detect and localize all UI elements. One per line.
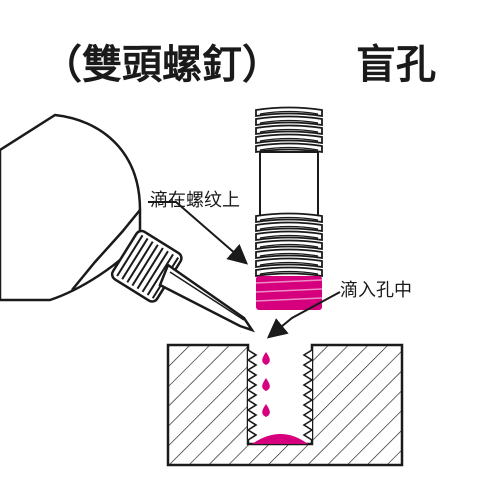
thread-shading (259, 225, 319, 230)
cap-knurl-line (146, 253, 174, 296)
thread-shading (259, 146, 319, 151)
hole-thread-tooth-right (302, 369, 313, 381)
thread-shading (259, 243, 319, 248)
bottle-shoulder (71, 209, 141, 291)
hole-thread-tooth-right (302, 359, 313, 371)
cap-knurl-line (121, 237, 149, 280)
blind-hole-internal-thread (247, 349, 313, 441)
thread-shading (259, 119, 319, 124)
adhesive-droplets (262, 352, 270, 417)
drip-into-hole-arrow (266, 291, 341, 339)
hole-thread-tooth-left (247, 399, 258, 411)
adhesive-droplet (262, 352, 270, 365)
adhesive-bottle (0, 113, 256, 333)
apply-on-thread-arrow (148, 201, 249, 265)
hole-thread-tooth-left (247, 419, 258, 431)
cap-knurl-line (116, 234, 144, 277)
hole-thread-tooth-right (302, 399, 313, 411)
adhesive-droplet (262, 404, 270, 417)
thread-shading (259, 110, 319, 115)
hole-thread-tooth-left (247, 389, 258, 401)
adhesive-in-hole (252, 434, 308, 444)
thread-shading (259, 270, 319, 275)
hole-thread-tooth-right (302, 409, 313, 421)
adhesive-droplet (262, 378, 270, 391)
hole-thread-tooth-right (302, 429, 313, 441)
stud-lower-thread (255, 212, 323, 278)
drip-into-hole-label: 滴入孔中 (340, 280, 412, 301)
diagram-subtitle: 盲孔 (356, 42, 436, 88)
diagram-title: （雙頭螺釘） (42, 42, 282, 88)
thread-shading (259, 216, 319, 221)
thread-shading (259, 261, 319, 266)
cap-knurl-line (141, 250, 169, 293)
hole-thread-tooth-left (247, 359, 258, 371)
workpiece-section (166, 343, 404, 467)
thread-shading (259, 137, 319, 142)
hole-thread-tooth-left (247, 429, 258, 441)
cap-knurl-line (136, 247, 164, 290)
adhesive-on-thread (256, 276, 322, 310)
hole-thread-tooth-right (302, 389, 313, 401)
workpiece-left-block (166, 343, 404, 467)
stud-shank (259, 151, 319, 217)
stud-upper-thread (255, 106, 323, 154)
thread-shading (259, 234, 319, 239)
hole-thread-tooth-left (247, 369, 258, 381)
cap-knurl-line (126, 241, 154, 283)
apply-on-thread-label: 滴在螺纹上 (150, 190, 240, 211)
thread-shading (259, 252, 319, 257)
cap-knurl-line (131, 244, 159, 287)
hole-thread-tooth-right (302, 379, 313, 391)
hole-thread-tooth-left (247, 379, 258, 391)
double-ended-stud (255, 106, 323, 310)
hole-thread-tooth-left (247, 349, 258, 361)
hole-thread-tooth-left (247, 409, 258, 421)
hole-thread-tooth-right (302, 349, 313, 361)
hole-thread-tooth-right (302, 419, 313, 431)
thread-shading (259, 128, 319, 133)
